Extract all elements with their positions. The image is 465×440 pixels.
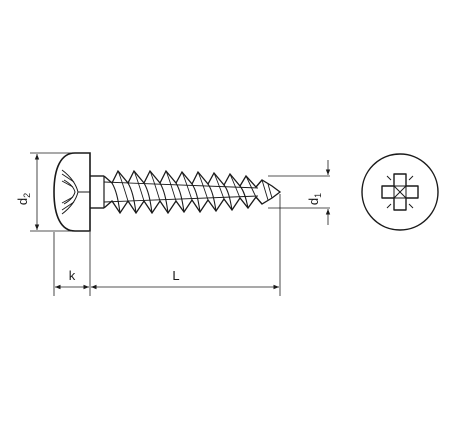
screw-thread [103, 169, 263, 215]
label-d1: d1 [306, 193, 323, 205]
dimension-k [53, 232, 91, 296]
label-l: L [172, 268, 179, 283]
dimension-d2 [30, 152, 72, 232]
dimension-l [91, 194, 281, 296]
label-d2: d2 [15, 193, 32, 205]
dimension-d1 [268, 160, 331, 225]
screw-tip [255, 179, 282, 205]
screw-shank [90, 175, 105, 209]
screw-head [53, 152, 91, 232]
screw-side-view [53, 152, 282, 232]
label-k: k [69, 268, 76, 283]
screw-head-end-view [361, 153, 439, 231]
